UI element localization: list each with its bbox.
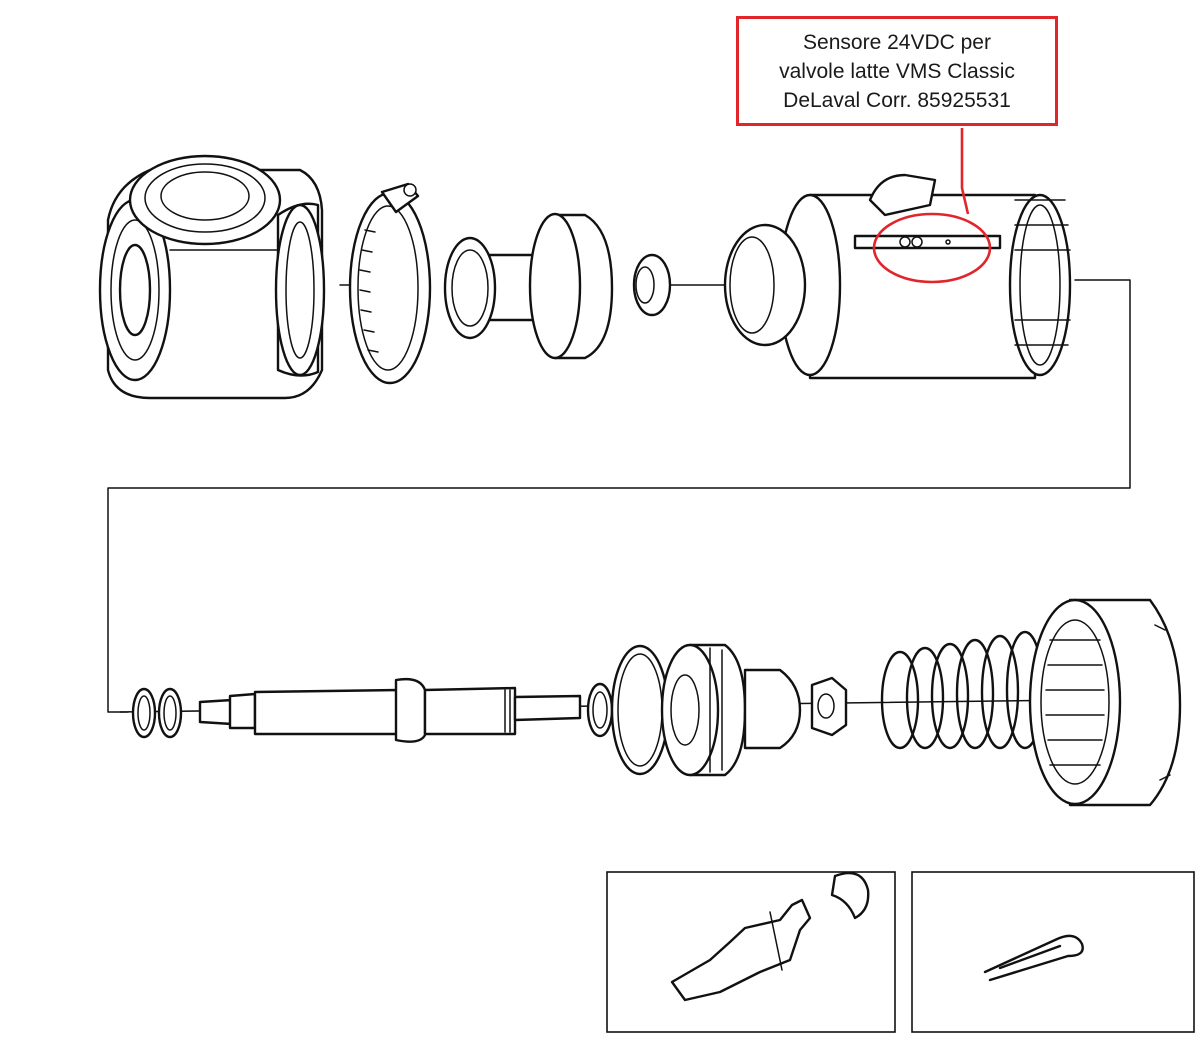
callout-line-1: Sensore 24VDC per (803, 30, 991, 54)
assembly-connector-line (107, 279, 1131, 713)
end-cap-nut (1028, 598, 1182, 807)
hose-clamp (348, 182, 432, 385)
valve-elbow-housing (98, 154, 326, 400)
lubricant-tube-icon (670, 871, 870, 1002)
hex-nut (810, 676, 848, 737)
spring (880, 630, 1045, 750)
sensor-highlight-circle (872, 212, 992, 284)
sensor-callout-box: Sensore 24VDC per valvole latte VMS Clas… (736, 16, 1058, 126)
o-rings-small (131, 687, 183, 739)
callout-line-3: DeLaval Corr. 85925531 (783, 88, 1011, 112)
callout-line-2: valvole latte VMS Classic (779, 59, 1015, 83)
valve-main-body (723, 173, 1072, 380)
tool-box-split-pin (911, 871, 1195, 1033)
gasket-rings (586, 644, 670, 776)
valve-plug (443, 212, 614, 360)
split-pin-icon (983, 934, 1084, 982)
seal-cap (632, 253, 672, 317)
sensor-callout-leader (960, 128, 970, 215)
piston-housing (660, 643, 802, 777)
valve-stem (198, 677, 582, 743)
